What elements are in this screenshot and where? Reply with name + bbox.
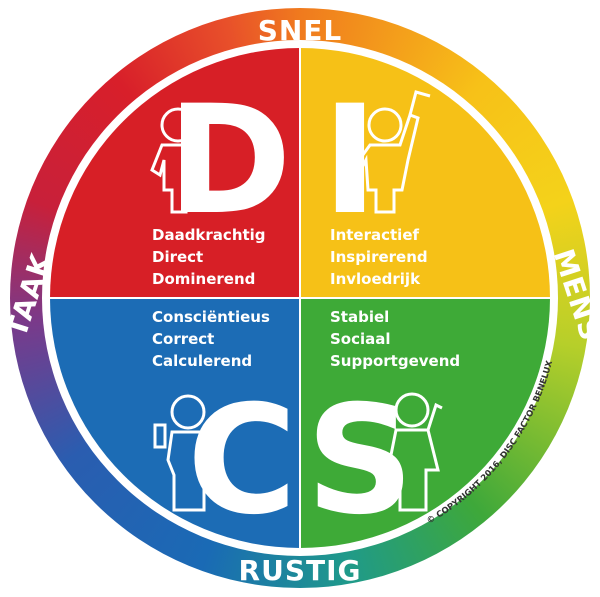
ring-label-bottom: RUSTIG — [239, 554, 362, 587]
person-icon-s — [386, 392, 443, 512]
trait: Calculerend — [152, 352, 253, 370]
traits-d: Daadkrachtig Direct Dominerend — [152, 224, 266, 290]
trait: Dominerend — [152, 270, 256, 288]
person-icon-i — [349, 90, 431, 214]
letter-c: C — [187, 374, 298, 548]
letter-i: I — [322, 74, 378, 248]
ring-label-top: SNEL — [258, 14, 343, 47]
trait: Invloedrijk — [330, 270, 421, 288]
traits-c: Consciëntieus Correct Calculerend — [152, 306, 270, 372]
letter-d: D — [167, 74, 292, 248]
trait: Consciëntieus — [152, 308, 270, 326]
trait: Sociaal — [330, 330, 391, 348]
letter-s: S — [306, 374, 415, 548]
trait: Supportgevend — [330, 352, 461, 370]
trait: Correct — [152, 330, 215, 348]
traits-s: Stabiel Sociaal Supportgevend — [330, 306, 460, 372]
trait: Daadkrachtig — [152, 226, 266, 244]
trait: Inspirerend — [330, 248, 428, 266]
traits-i: Interactief Inspirerend Invloedrijk — [330, 224, 428, 290]
person-icon-c — [153, 394, 212, 512]
person-icon-d — [150, 107, 208, 214]
trait: Direct — [152, 248, 204, 266]
trait: Stabiel — [330, 308, 390, 326]
trait: Interactief — [330, 226, 420, 244]
heart-icon — [371, 459, 389, 474]
